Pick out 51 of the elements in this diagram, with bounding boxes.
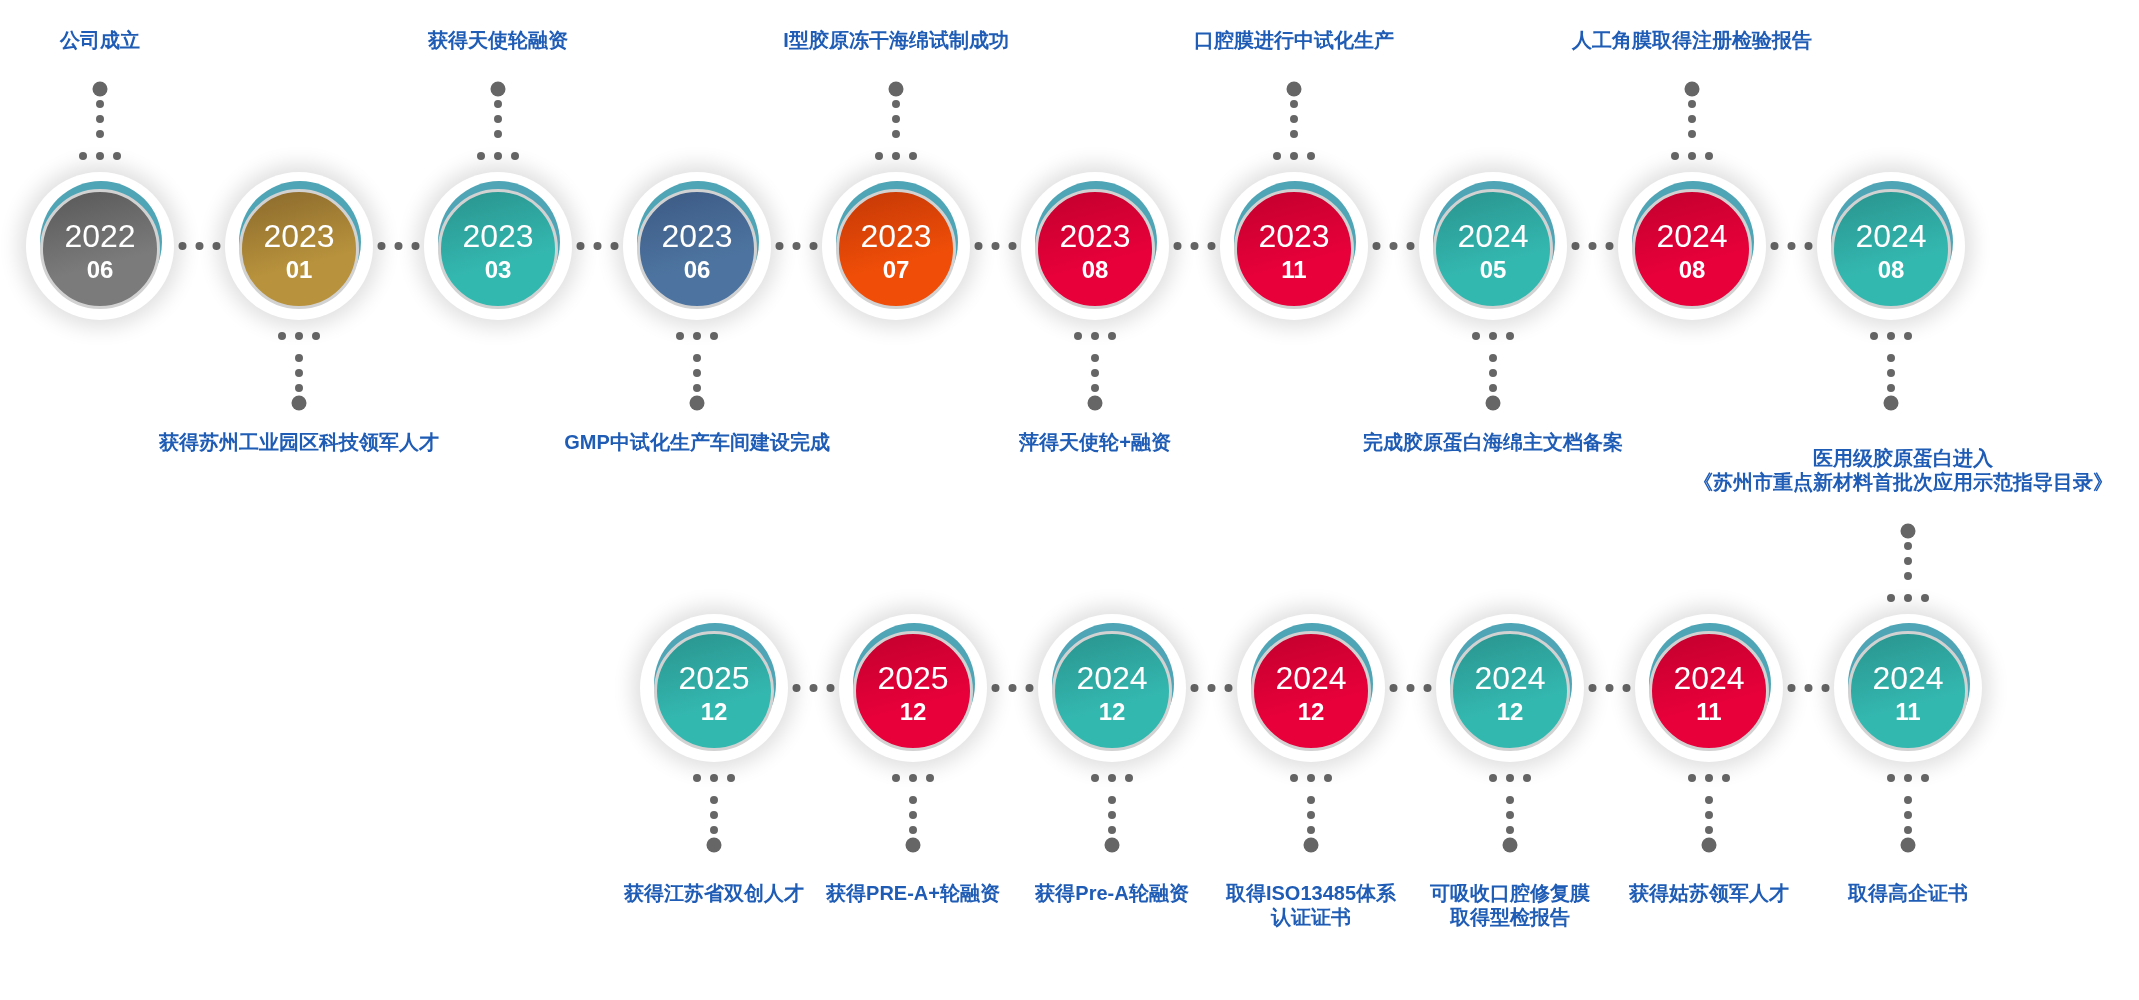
month-label: 01 bbox=[285, 256, 313, 284]
milestone-caption: 完成胶原蛋白海绵主文档备案 bbox=[1363, 430, 1623, 454]
year-label: 2023 bbox=[263, 218, 335, 254]
month-label: 07 bbox=[882, 256, 910, 284]
month-label: 08 bbox=[1678, 256, 1706, 284]
milestone-caption: 获得苏州工业园区科技领军人才 bbox=[159, 430, 439, 454]
year-label: 2024 bbox=[1872, 660, 1944, 696]
month-label: 11 bbox=[1895, 698, 1921, 726]
milestone-caption: 获得PRE-A+轮融资 bbox=[826, 881, 1000, 905]
milestone-caption: I型胶原冻干海绵试制成功 bbox=[783, 28, 1009, 52]
month-label: 12 bbox=[700, 698, 728, 726]
month-label: 08 bbox=[1877, 256, 1905, 284]
milestone-caption: 获得天使轮融资 bbox=[428, 28, 568, 52]
month-label: 12 bbox=[1098, 698, 1126, 726]
milestone-caption: GMP中试化生产车间建设完成 bbox=[564, 430, 830, 454]
milestone-caption: 人工角膜取得注册检验报告 bbox=[1572, 28, 1812, 52]
month-label: 12 bbox=[1496, 698, 1524, 726]
month-label: 11 bbox=[1281, 256, 1307, 284]
year-label: 2023 bbox=[860, 218, 932, 254]
year-label: 2025 bbox=[877, 660, 949, 696]
month-label: 12 bbox=[899, 698, 927, 726]
milestone-caption: 医用级胶原蛋白进入《苏州市重点新材料首批次应用示范指导目录》 bbox=[1683, 446, 2123, 494]
year-label: 2024 bbox=[1275, 660, 1347, 696]
milestone-caption: 取得ISO13485体系认证证书 bbox=[1219, 881, 1403, 929]
year-label: 2023 bbox=[1258, 218, 1330, 254]
milestone-caption: 公司成立 bbox=[60, 28, 140, 52]
month-label: 06 bbox=[683, 256, 711, 284]
month-label: 05 bbox=[1479, 256, 1507, 284]
month-label: 06 bbox=[86, 256, 114, 284]
year-label: 2025 bbox=[678, 660, 750, 696]
milestone-caption: 口腔膜进行中试化生产 bbox=[1194, 28, 1394, 52]
year-label: 2024 bbox=[1855, 218, 1927, 254]
year-label: 2023 bbox=[661, 218, 733, 254]
milestone-caption: 获得Pre-A轮融资 bbox=[1035, 881, 1189, 905]
year-label: 2024 bbox=[1673, 660, 1745, 696]
milestone-caption: 萍得天使轮+融资 bbox=[1019, 430, 1171, 454]
year-label: 2024 bbox=[1076, 660, 1148, 696]
month-label: 08 bbox=[1081, 256, 1109, 284]
milestone-caption: 获得江苏省双创人才 bbox=[624, 881, 804, 905]
year-label: 2022 bbox=[64, 218, 136, 254]
year-label: 2024 bbox=[1457, 218, 1529, 254]
milestone-caption: 可吸收口腔修复膜取得型检报告 bbox=[1424, 881, 1596, 929]
year-label: 2023 bbox=[462, 218, 534, 254]
milestone-caption: 取得高企证书 bbox=[1848, 881, 1968, 905]
month-label: 03 bbox=[484, 256, 512, 284]
month-label: 11 bbox=[1696, 698, 1722, 726]
year-label: 2024 bbox=[1474, 660, 1546, 696]
year-label: 2023 bbox=[1059, 218, 1131, 254]
year-label: 2024 bbox=[1656, 218, 1728, 254]
milestone-caption: 获得姑苏领军人才 bbox=[1629, 881, 1789, 905]
month-label: 12 bbox=[1297, 698, 1325, 726]
